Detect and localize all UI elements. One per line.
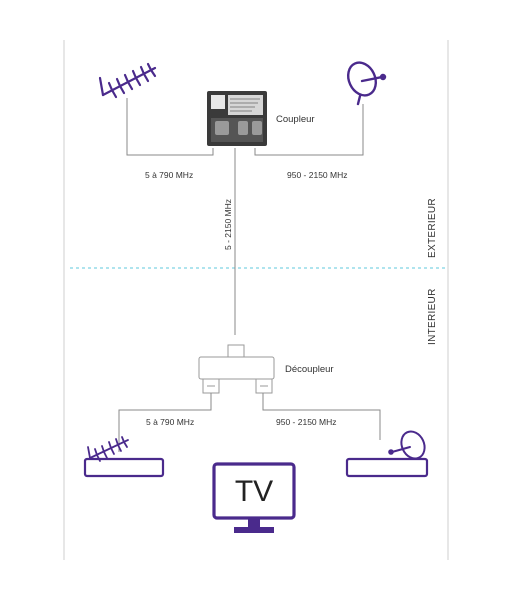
satellite-receiver-box — [345, 430, 429, 478]
coupler-device — [207, 91, 267, 146]
wire-satellite-to-coupler — [254, 104, 364, 156]
terrestrial-receiver-box — [83, 436, 165, 478]
tv-label: TV — [235, 475, 273, 508]
wire-terrestrial-to-coupler — [126, 98, 214, 156]
coupler-label: Coupleur — [276, 114, 315, 125]
exterior-zone-label: EXTERIEUR — [427, 198, 438, 258]
decoupler-label: Découpleur — [285, 364, 334, 375]
small-antenna-icon — [87, 436, 129, 462]
satellite-dish-icon — [347, 61, 387, 106]
wire-decoupler-to-tv-box — [118, 393, 212, 452]
bottom-right-frequency-label: 950 - 2150 MHz — [276, 417, 336, 427]
terrestrial-antenna-icon — [98, 62, 157, 99]
wire-decoupler-to-sat-box — [262, 393, 381, 440]
interior-zone-label: INTERIEUR — [427, 288, 438, 345]
top-left-frequency-label: 5 à 790 MHz — [145, 170, 193, 180]
vertical-frequency-label: 5 - 2150 MHz — [223, 199, 233, 250]
small-dish-icon — [388, 430, 426, 460]
decoupler-device — [198, 344, 275, 394]
top-right-frequency-label: 950 - 2150 MHz — [287, 170, 347, 180]
tv-icon — [212, 462, 296, 533]
bottom-left-frequency-label: 5 à 790 MHz — [146, 417, 194, 427]
